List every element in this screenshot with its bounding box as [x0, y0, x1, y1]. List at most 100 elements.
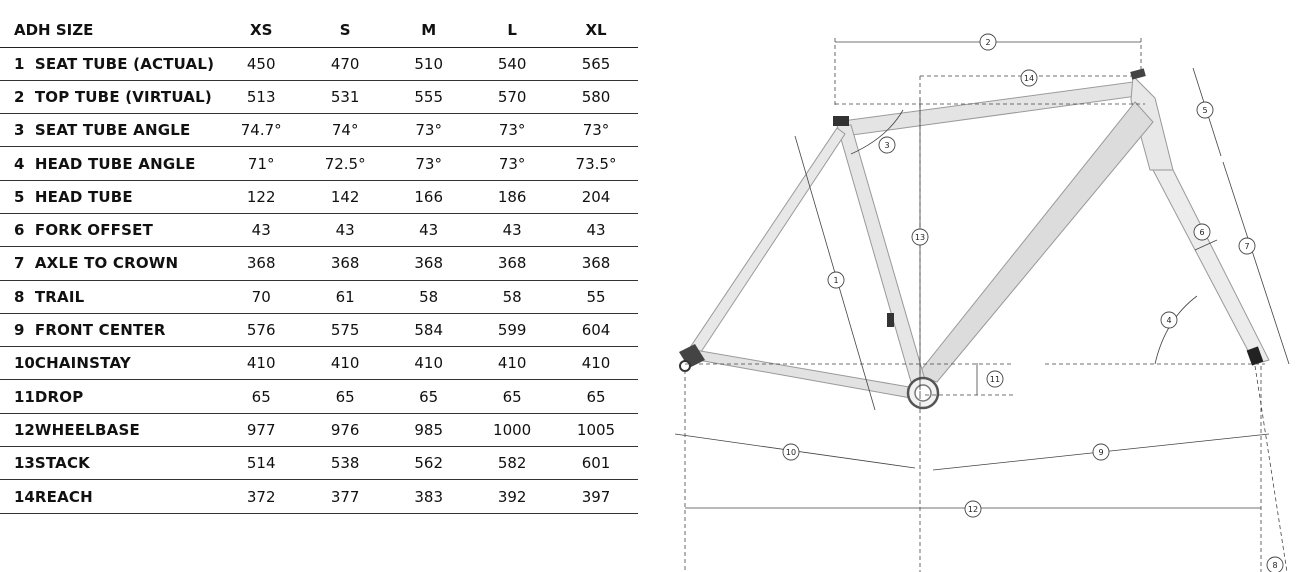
row-number: 12 [0, 413, 35, 448]
measurement-value: 584 [387, 313, 471, 348]
measurement-value: 368 [219, 246, 304, 281]
measurement-value: 576 [219, 313, 304, 348]
dimension-marker-circle [911, 228, 929, 246]
dimension-marker-label: 13 [915, 233, 925, 242]
measurement-value: 470 [303, 47, 388, 81]
measurement-value: 65 [554, 379, 638, 414]
measurement-value: 166 [387, 180, 471, 214]
measurement-value: 985 [387, 413, 471, 448]
measurement-value: 580 [554, 80, 638, 115]
row-number: 3 [0, 113, 35, 148]
dimension-marker-label: 3 [884, 141, 889, 150]
row-number: 5 [0, 180, 35, 214]
dimension-marker-label: 14 [1024, 74, 1034, 83]
measurement-value: 43 [387, 213, 471, 248]
row-number: 6 [0, 213, 35, 248]
dimension-marker-circle [1160, 311, 1178, 329]
row-number: 7 [0, 246, 35, 281]
measurement-value: 555 [387, 80, 471, 115]
measurement-value: 65 [470, 379, 555, 414]
measurement-value: 377 [303, 479, 388, 514]
measurement-name: HEAD TUBE ANGLE [34, 146, 220, 181]
dimension-marker-label: 6 [1199, 228, 1204, 237]
measurement-value: 142 [303, 180, 388, 214]
measurement-value: 601 [554, 446, 638, 481]
size-header-label: ADH SIZE [0, 14, 220, 48]
measurement-name: FORK OFFSET [34, 213, 220, 248]
measurement-value: 582 [470, 446, 555, 481]
measurement-value: 368 [387, 246, 471, 281]
measurement-value: 531 [303, 80, 388, 115]
row-number: 8 [0, 280, 35, 314]
measurement-value: 1005 [554, 413, 638, 448]
measurement-value: 565 [554, 47, 638, 81]
row-number: 4 [0, 146, 35, 181]
measurement-value: 73° [387, 146, 471, 181]
measurement-value: 450 [219, 47, 304, 81]
measurement-value: 397 [554, 479, 638, 514]
measurement-value: 58 [470, 280, 555, 314]
measurement-value: 562 [387, 446, 471, 481]
dimension-marker-circle [1196, 101, 1214, 119]
measurement-value: 122 [219, 180, 304, 214]
frame-drawing [679, 68, 1270, 410]
measurement-value: 58 [387, 280, 471, 314]
measurement-value: 410 [554, 346, 638, 381]
dimension-marker-label: 11 [990, 375, 1000, 384]
measurement-value: 43 [303, 213, 388, 248]
dimension-marker-circle [979, 33, 997, 51]
measurement-value: 372 [219, 479, 304, 514]
measurement-value: 510 [387, 47, 471, 81]
row-number: 9 [0, 313, 35, 348]
size-column-s: S [303, 14, 388, 48]
measurement-name: DROP [34, 379, 220, 414]
row-number: 11 [0, 379, 35, 414]
dimension-marker-circle [1193, 223, 1211, 241]
size-column-xl: XL [554, 14, 638, 48]
measurement-value: 977 [219, 413, 304, 448]
row-number: 14 [0, 479, 35, 514]
measurement-value: 73° [470, 113, 555, 148]
measurement-value: 65 [303, 379, 388, 414]
measurement-value: 410 [470, 346, 555, 381]
measurement-value: 410 [303, 346, 388, 381]
measurement-value: 540 [470, 47, 555, 81]
dimension-marker-label: 4 [1166, 316, 1171, 325]
dimension-marker-circle [1266, 556, 1284, 572]
dimension-marker-label: 8 [1272, 561, 1277, 570]
measurement-value: 604 [554, 313, 638, 348]
dimension-marker-circle [1238, 237, 1256, 255]
table-header-row: ADH SIZE XS S M L XL [0, 14, 638, 48]
measurement-value: 410 [387, 346, 471, 381]
size-column-m: M [387, 14, 471, 48]
measurement-name: WHEELBASE [34, 413, 220, 448]
dimension-marker-circle [964, 500, 982, 518]
measurement-value: 383 [387, 479, 471, 514]
dimension-marker-label: 5 [1202, 106, 1207, 115]
measurement-value: 599 [470, 313, 555, 348]
measurement-value: 392 [470, 479, 555, 514]
measurement-value: 72.5° [303, 146, 388, 181]
dimension-marker-label: 1 [833, 276, 838, 285]
row-number: 10 [0, 346, 35, 381]
measurement-name: SEAT TUBE ANGLE [34, 113, 220, 148]
measurement-value: 43 [470, 213, 555, 248]
dimension-marker-circle [986, 370, 1004, 388]
measurement-value: 368 [554, 246, 638, 281]
